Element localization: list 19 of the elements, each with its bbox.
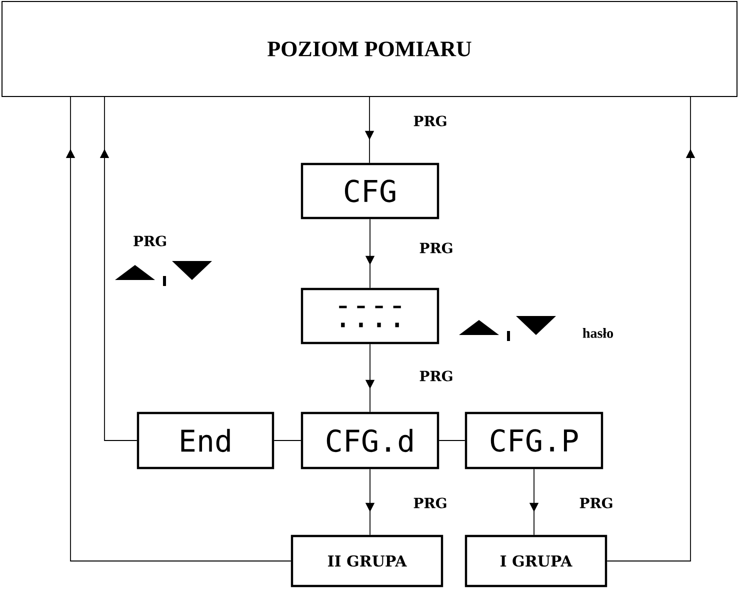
- display-box: CFG.P: [464, 412, 604, 470]
- note-label: PRG: [134, 236, 166, 246]
- connector-line: [438, 440, 466, 441]
- group-box: I GRUPA: [464, 534, 608, 588]
- arrow: [66, 96, 292, 562]
- display-box: ---- ....: [300, 288, 440, 344]
- edge-label: PRG: [412, 496, 448, 510]
- arrow: [100, 96, 138, 441]
- display-box: CFG: [300, 162, 440, 220]
- connector-line: [274, 440, 302, 441]
- edge-label: PRG: [578, 496, 614, 510]
- display-box: End: [136, 412, 274, 470]
- edge-label: PRG: [418, 242, 454, 254]
- display-box: CFG.d: [300, 412, 440, 470]
- group-box: II GRUPA: [290, 534, 444, 588]
- heading-box: POZIOM POMIARU: [2, 1, 738, 97]
- edge-label: PRG: [412, 114, 448, 128]
- note-label: hasło: [582, 328, 614, 338]
- edge-label: PRG: [418, 370, 454, 382]
